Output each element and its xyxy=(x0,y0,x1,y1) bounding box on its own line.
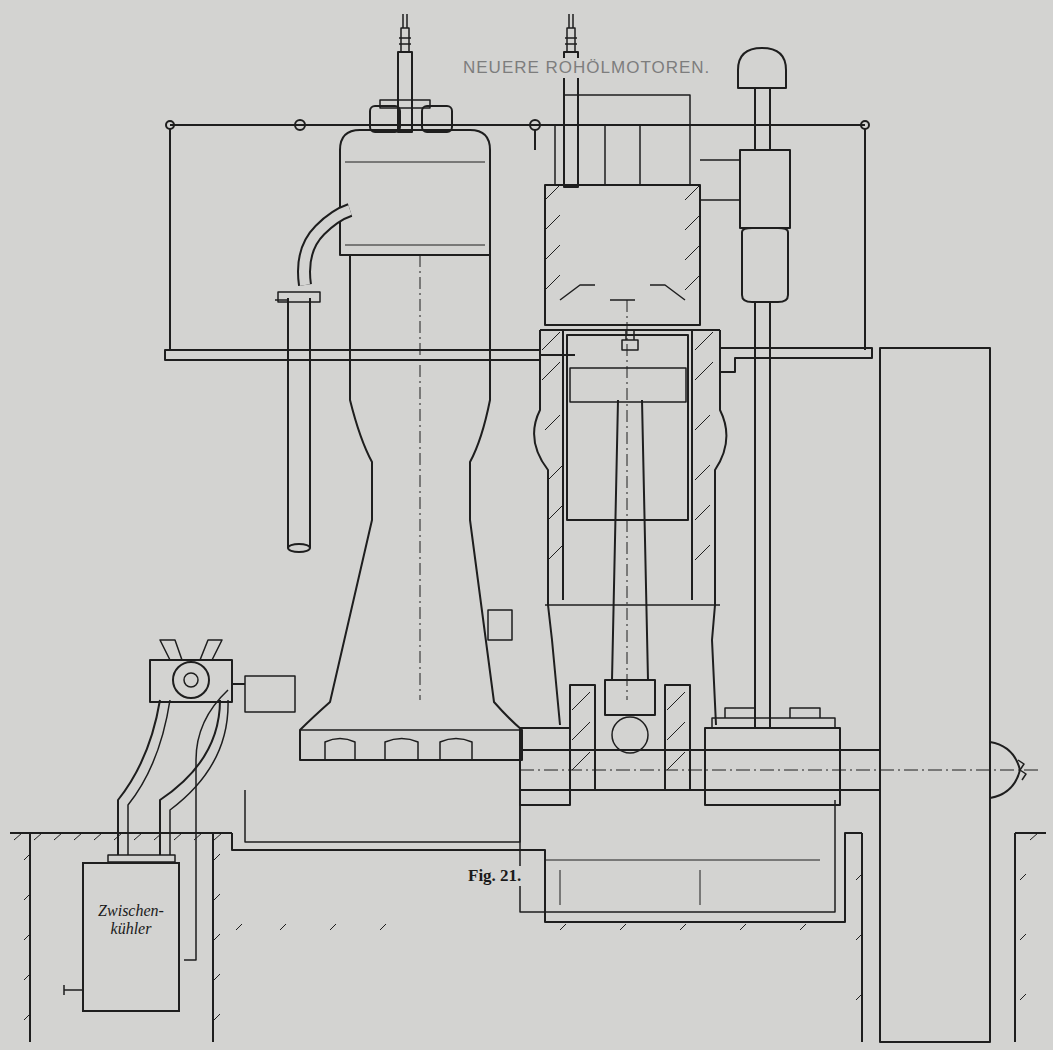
drain-cock xyxy=(64,985,82,995)
gear-box xyxy=(742,228,788,302)
frame xyxy=(552,640,716,725)
governor-cap xyxy=(738,48,786,88)
base-flange xyxy=(300,729,522,731)
fuel-valve-spring xyxy=(399,14,411,52)
cooler-pit-wall xyxy=(30,833,213,1042)
main-bearing xyxy=(705,728,840,805)
air-pipe-elbow xyxy=(304,210,350,285)
ground-lines xyxy=(10,790,1046,1042)
center-line xyxy=(627,300,628,700)
crankshaft xyxy=(520,348,1040,1042)
pipe-branch xyxy=(275,299,288,301)
railing-posts xyxy=(170,129,865,350)
fuel-valve-spring xyxy=(565,14,577,52)
base-arches xyxy=(325,739,472,761)
pump-fins xyxy=(160,640,222,660)
cylinder-head-section xyxy=(545,185,700,325)
governor xyxy=(700,48,790,728)
cylinder-head xyxy=(340,130,490,255)
hatch xyxy=(856,833,1038,1000)
piston-pin-boss xyxy=(570,368,686,402)
pump-cylinder xyxy=(173,662,209,698)
foundation-pit xyxy=(232,833,862,922)
frame-joint xyxy=(545,604,720,606)
railing xyxy=(170,124,865,126)
platform-floor xyxy=(540,354,575,356)
head-edge xyxy=(345,162,485,245)
crank-pin xyxy=(612,717,648,753)
break-line xyxy=(1018,760,1026,780)
railing-post-cap xyxy=(861,121,869,129)
bedplate xyxy=(520,800,835,912)
valve-cap xyxy=(370,106,400,132)
ground-hatching xyxy=(14,833,1038,1020)
hatch xyxy=(542,332,713,560)
connecting-rod xyxy=(612,400,648,680)
cylinder-jacket xyxy=(534,330,726,640)
cooler-pipe xyxy=(170,700,228,855)
cooler-side-pipe xyxy=(184,690,228,960)
fuel-valve xyxy=(398,52,412,132)
figure-caption: Fig. 21. xyxy=(466,866,523,886)
right-cylinder-section xyxy=(534,14,726,790)
left-cylinder xyxy=(275,14,522,760)
valve-seat xyxy=(560,285,685,300)
center-line xyxy=(420,255,421,700)
hatch xyxy=(236,924,806,930)
head-joint xyxy=(540,329,720,331)
flywheel-pit xyxy=(862,833,1046,1042)
flywheel xyxy=(880,348,990,1042)
platform-floor xyxy=(165,350,540,360)
governor-housing xyxy=(740,150,790,228)
platform-floor xyxy=(720,348,872,372)
railing-post-cap xyxy=(166,121,174,129)
rod-big-end xyxy=(605,680,655,715)
cooler-lid xyxy=(108,855,175,862)
section-hatching xyxy=(542,185,713,770)
pipe-end xyxy=(288,544,310,552)
hatch xyxy=(545,185,700,290)
governor-linkage xyxy=(700,160,740,200)
vertical-shaft xyxy=(755,302,770,728)
valve-lever xyxy=(380,100,430,108)
hatch xyxy=(24,854,220,1020)
air-pipe-elbow xyxy=(304,210,350,285)
cooler-box: Zwischen- kühler xyxy=(82,862,180,1012)
valve-cage xyxy=(555,125,690,185)
pump-center xyxy=(184,673,198,687)
cooler-pipe xyxy=(160,700,220,855)
foundation-block xyxy=(245,790,520,842)
valve-levers xyxy=(565,95,690,125)
main-bearing xyxy=(520,728,570,805)
pump-body xyxy=(150,660,232,702)
pump-drive xyxy=(232,683,245,685)
piston-nut xyxy=(622,330,638,350)
pump-bracket xyxy=(245,676,295,712)
flywheel-hub xyxy=(990,742,1020,798)
shaft-axis xyxy=(520,770,1040,771)
railing-post-cap xyxy=(530,120,540,130)
bedplate-ribs xyxy=(545,860,820,905)
cooler-pipe xyxy=(128,700,170,855)
valve-cap xyxy=(422,106,452,132)
air-pipe xyxy=(288,298,310,548)
hatch xyxy=(572,692,685,770)
governor-spindle xyxy=(755,88,770,150)
page-header: NEUERE ROHÖLMOTOREN. xyxy=(460,58,713,78)
cooler-pipe xyxy=(118,700,160,855)
railing-post-cap xyxy=(295,120,305,130)
bearing-cap xyxy=(712,708,835,728)
inspection-door xyxy=(488,610,512,640)
cylinder-body xyxy=(300,255,522,760)
node-label: Zwischen- kühler xyxy=(90,902,172,939)
platform xyxy=(165,120,872,372)
crank-web xyxy=(570,685,690,790)
